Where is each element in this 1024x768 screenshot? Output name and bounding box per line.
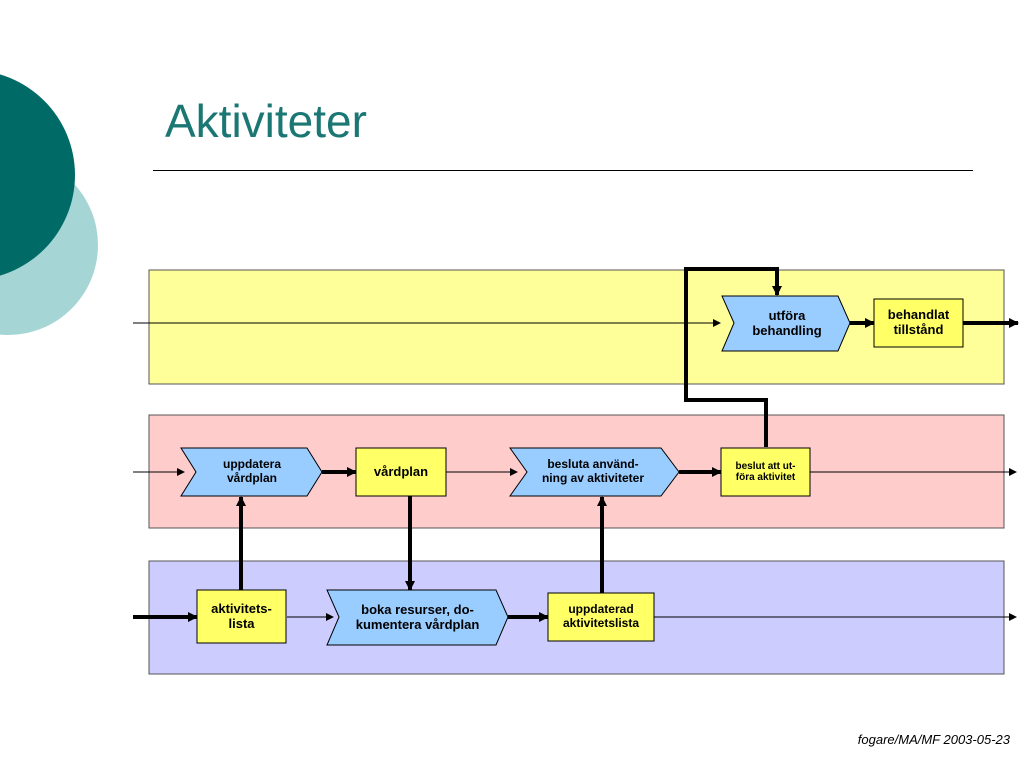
slide-title: Aktiviteter bbox=[165, 95, 367, 147]
label-boka-resurser: boka resurser, do- kumentera vårdplan bbox=[355, 601, 480, 632]
state-vardplan bbox=[355, 447, 447, 497]
title-underline bbox=[153, 170, 973, 171]
state-uppdaterad-aktivitetslista bbox=[547, 592, 655, 642]
arrow-beslut-to-utfora bbox=[684, 267, 782, 447]
state-behandlat-tillstand bbox=[873, 298, 964, 348]
label-uppdatera-vardplan: uppdatera vårdplan bbox=[222, 457, 281, 485]
lane-top bbox=[148, 269, 1005, 385]
label-beslut-utfora: beslut att ut- föra aktivitet bbox=[735, 460, 796, 484]
label-uppdaterad-aktivitetslista: uppdaterad aktivitetslista bbox=[562, 602, 640, 630]
process-boka-resurser bbox=[326, 589, 509, 646]
label-besluta-anvandning: besluta använd- ning av aktiviteter bbox=[541, 457, 645, 485]
process-besluta-anvandning bbox=[509, 447, 680, 497]
label-aktivitetslista: aktivitets- lista bbox=[211, 600, 272, 631]
footer-text: fogare/MA/MF 2003-05-23 bbox=[857, 732, 1010, 747]
label-utfora-behandling: utföra behandling bbox=[752, 307, 822, 338]
process-utfora-behandling bbox=[721, 295, 851, 352]
state-beslut-utfora bbox=[720, 447, 811, 497]
process-uppdatera-vardplan bbox=[180, 447, 323, 497]
label-vardplan: vårdplan bbox=[373, 463, 429, 479]
state-aktivitetslista bbox=[196, 589, 287, 644]
decor-circle-dark bbox=[0, 74, 75, 276]
label-behandlat-tillstand: behandlat tillstånd bbox=[887, 307, 950, 337]
